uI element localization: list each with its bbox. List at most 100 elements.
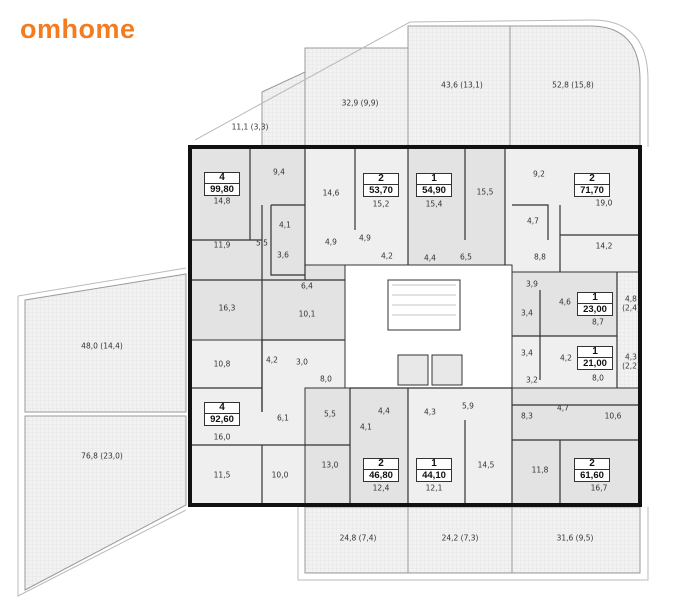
terrace-top-1 <box>304 47 409 148</box>
room-area: 16,7 <box>590 483 608 493</box>
balcony-area-reduced: (2,4) <box>622 303 640 313</box>
room-area: 4,9 <box>325 237 337 247</box>
room-count: 1 <box>578 347 612 358</box>
terrace-area: 43,6 (13,1) <box>441 80 483 90</box>
terrace-area: 24,2 (7,3) <box>441 533 479 543</box>
room-area: 4,7 <box>557 403 569 413</box>
room-area: 3,9 <box>526 279 538 289</box>
room-count: 2 <box>575 174 609 185</box>
room-count: 2 <box>364 459 398 470</box>
room-count: 4 <box>205 173 239 184</box>
room-area: 8,0 <box>592 373 604 383</box>
room-area: 9,4 <box>273 167 285 177</box>
room-area: 5,9 <box>462 401 474 411</box>
room-area: 10,8 <box>213 359 231 369</box>
room-area: 4,2 <box>381 251 393 261</box>
terrace-area: 11,1 (3,3) <box>231 122 269 132</box>
room-area: 12,4 <box>372 483 390 493</box>
room-area: 5,5 <box>256 238 268 248</box>
brand-logo: omhome <box>20 14 136 44</box>
room-area: 4,1 <box>360 422 372 432</box>
room-area: 10,6 <box>604 411 622 421</box>
room-area: 14,5 <box>477 460 495 470</box>
room-area: 8,3 <box>521 411 533 421</box>
room-area: 16,0 <box>213 432 231 442</box>
room-area: 6,1 <box>277 413 289 423</box>
room-area: 16,3 <box>218 303 236 313</box>
terrace-area: 32,9 (9,9) <box>341 98 379 108</box>
apartment-area: 44,10 <box>422 470 446 481</box>
room-area: 6,5 <box>460 252 472 262</box>
room-area: 5,5 <box>324 409 336 419</box>
room-count: 2 <box>575 459 609 470</box>
room-area: 4,7 <box>527 216 539 226</box>
room-area: 10,0 <box>271 470 289 480</box>
terrace-top-3 <box>509 25 641 148</box>
room-count: 1 <box>578 293 612 304</box>
terrace-bottom-3 <box>511 506 641 574</box>
terrace-bottom-1 <box>304 506 409 574</box>
room-area: 3,4 <box>521 348 533 358</box>
apartment-area: 92,60 <box>210 414 234 425</box>
apartment-area: 53,70 <box>369 185 393 196</box>
room-area: 11,9 <box>213 240 231 250</box>
terrace-left-lower <box>24 415 187 591</box>
apartment-fills <box>189 146 641 506</box>
room-area: 10,1 <box>298 309 316 319</box>
balcony-area: 4,3 <box>625 352 637 362</box>
room-area: 8,7 <box>592 317 604 327</box>
room-area: 3,2 <box>526 375 538 385</box>
room-area: 13,0 <box>321 460 339 470</box>
room-area: 3,6 <box>277 250 289 260</box>
room-area: 11,5 <box>213 470 231 480</box>
room-area: 4,3 <box>424 407 436 417</box>
terrace-area: 31,6 (9,5) <box>556 533 594 543</box>
room-area: 15,5 <box>476 187 494 197</box>
terrace-area: 52,8 (15,8) <box>552 80 594 90</box>
room-area: 4,2 <box>560 353 572 363</box>
balcony-area: 4,8 <box>625 294 637 304</box>
terrace-area: 76,8 (23,0) <box>81 451 123 461</box>
room-area: 4,9 <box>359 233 371 243</box>
room-area: 4,2 <box>266 355 278 365</box>
room-area: 14,2 <box>595 241 613 251</box>
room-area: 15,2 <box>372 199 390 209</box>
room-area: 4,1 <box>279 220 291 230</box>
room-count: 4 <box>205 403 239 414</box>
room-count: 1 <box>417 459 451 470</box>
room-area: 6,4 <box>301 281 313 291</box>
apartment-area: 99,80 <box>210 184 234 195</box>
room-count: 1 <box>417 174 451 185</box>
apartment-area: 71,70 <box>580 185 604 196</box>
balcony-area-reduced: (2,2) <box>622 361 640 371</box>
room-area: 3,4 <box>521 308 533 318</box>
room-count: 2 <box>364 174 398 185</box>
room-area: 8,0 <box>320 374 332 384</box>
room-area: 19,0 <box>595 198 613 208</box>
room-area: 4,4 <box>424 253 436 263</box>
room-area: 15,4 <box>425 199 443 209</box>
apartment-area: 21,00 <box>583 358 607 369</box>
room-area: 3,0 <box>296 357 308 367</box>
room-area: 14,6 <box>322 188 340 198</box>
apartment-area: 46,80 <box>369 470 393 481</box>
room-area: 14,8 <box>213 196 231 206</box>
room-area: 9,2 <box>533 169 545 179</box>
terrace-bottom-2 <box>407 506 513 574</box>
terrace-area: 48,0 (14,4) <box>81 341 123 351</box>
terrace-left <box>24 273 187 413</box>
room-area: 11,8 <box>531 465 549 475</box>
room-area: 8,8 <box>534 252 546 262</box>
